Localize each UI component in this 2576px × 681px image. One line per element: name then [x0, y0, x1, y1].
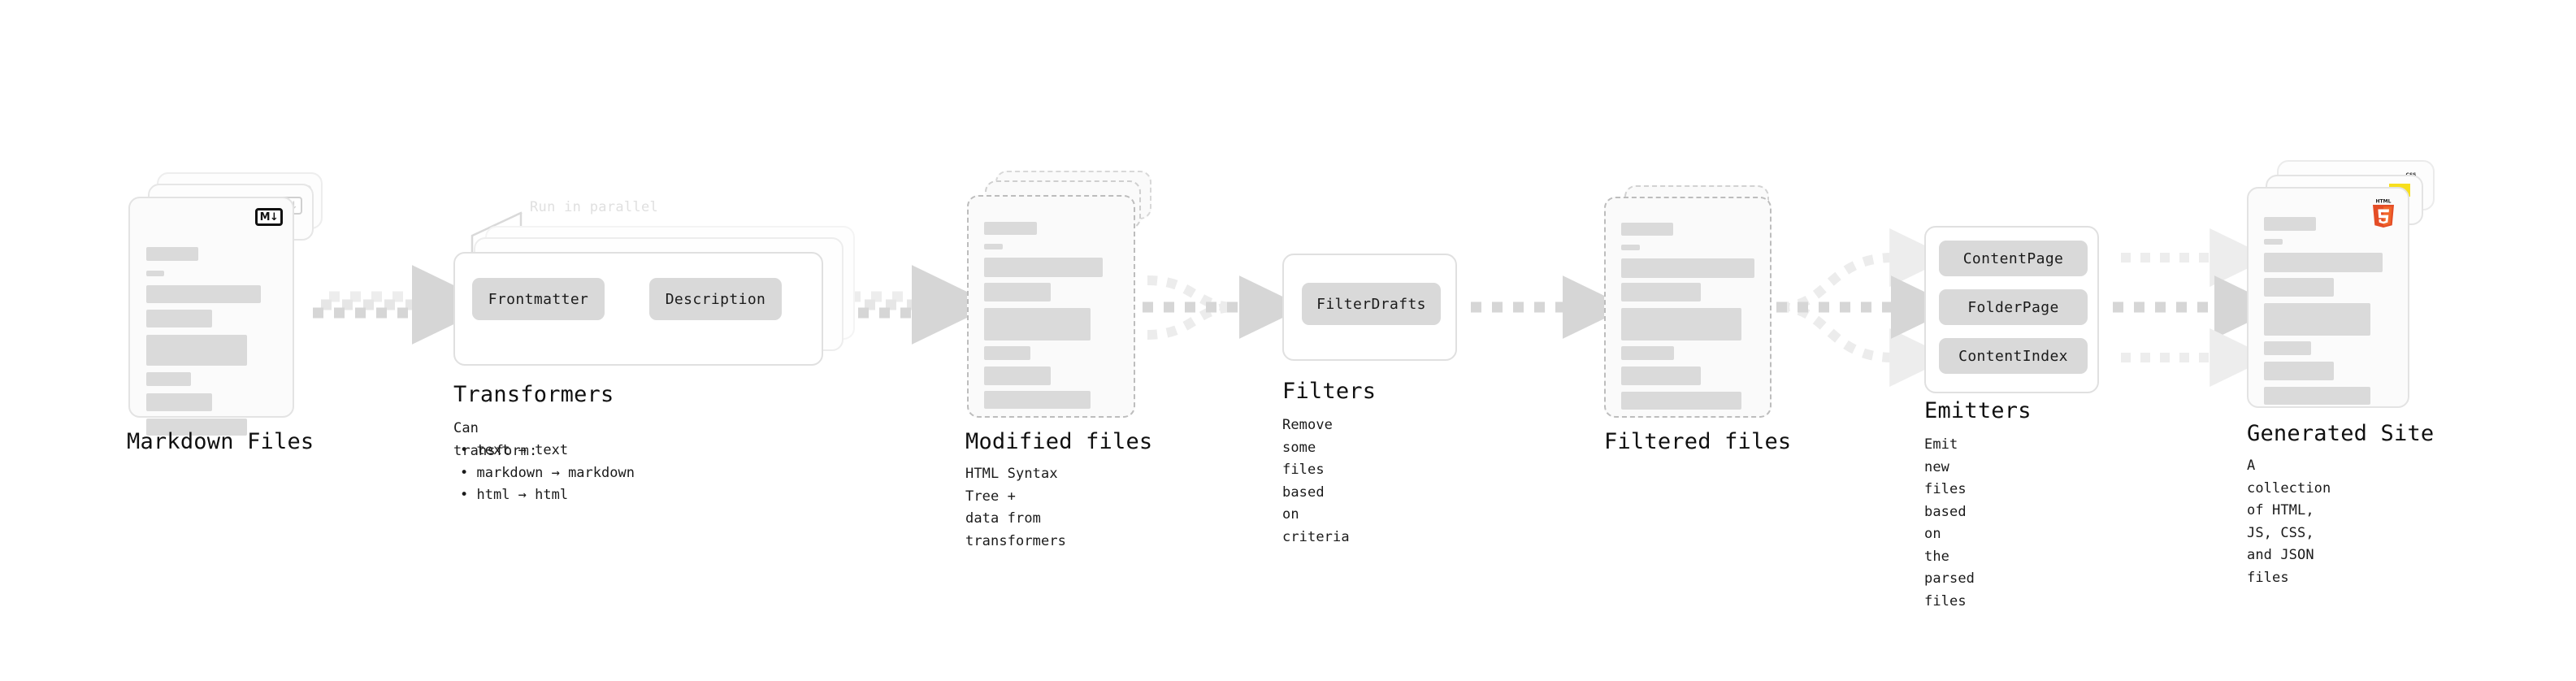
stage-title-markdown-files: Markdown Files	[127, 429, 314, 454]
html5-icon: HTML	[2373, 199, 2394, 228]
filtered-doc-front	[1604, 197, 1772, 418]
stage-title-transformers: Transformers	[453, 382, 614, 407]
filter-pill-filterdrafts[interactable]: FilterDrafts	[1302, 283, 1441, 325]
stage-title-filtered-files: Filtered files	[1604, 429, 1792, 454]
skeleton-line	[2264, 239, 2283, 245]
skeleton-line	[2264, 253, 2383, 272]
stage-subtitle-filters: Remove some files based on criteria	[1282, 417, 1350, 545]
skeleton-line	[146, 271, 164, 276]
skeleton-line	[2264, 387, 2370, 405]
svg-text:HTML: HTML	[2376, 199, 2392, 205]
transformer-capability-list: text → text markdown → markdown html → h…	[460, 440, 635, 507]
skeleton-line	[146, 310, 212, 327]
skeleton-line	[146, 335, 247, 366]
stage-title-emitters: Emitters	[1924, 398, 2032, 423]
skeleton-line	[2264, 341, 2311, 355]
site-doc-front: HTML	[2247, 187, 2409, 408]
skeleton-line	[2264, 362, 2334, 380]
transformer-card-front: Frontmatter Description	[453, 252, 823, 366]
filters-card: FilterDrafts	[1282, 254, 1457, 361]
skeleton-line	[146, 285, 261, 303]
skeleton-line	[2264, 278, 2334, 297]
skeleton-line	[984, 391, 1091, 409]
markdown-icon: M↓	[255, 208, 283, 226]
skeleton-line	[984, 308, 1091, 340]
list-item: markdown → markdown	[460, 462, 634, 485]
transformer-pill-frontmatter[interactable]: Frontmatter	[472, 278, 605, 320]
skeleton-line	[984, 244, 1003, 249]
emitter-pill-contentindex[interactable]: ContentIndex	[1939, 338, 2088, 374]
skeleton-line	[146, 419, 247, 436]
emitters-card: ContentPage FolderPage ContentIndex	[1924, 226, 2099, 393]
stage-title-modified-files: Modified files	[965, 429, 1153, 454]
skeleton-line	[146, 247, 198, 261]
emitter-pill-folderpage[interactable]: FolderPage	[1939, 289, 2088, 325]
stage-title-filters: Filters	[1282, 379, 1377, 404]
skeleton-line	[1621, 392, 1741, 410]
modified-doc-front	[967, 195, 1135, 418]
list-item: text → text	[460, 440, 635, 462]
skeleton-line	[984, 258, 1103, 277]
skeleton-line	[984, 222, 1037, 235]
skeleton-line	[1621, 346, 1674, 360]
skeleton-line	[2264, 303, 2370, 336]
skeleton-line	[984, 283, 1051, 301]
transformer-pill-description[interactable]: Description	[649, 278, 782, 320]
skeleton-line	[146, 393, 212, 411]
skeleton-line	[1621, 367, 1701, 385]
skeleton-line	[984, 367, 1051, 385]
skeleton-line	[146, 372, 191, 386]
emitter-pill-contentpage[interactable]: ContentPage	[1939, 241, 2088, 276]
run-in-parallel-label: Run in parallel	[530, 199, 659, 215]
stage-title-generated-site: Generated Site	[2247, 421, 2435, 446]
skeleton-line	[1621, 308, 1741, 340]
stage-subtitle-emitters: Emit new files based on the parsed files	[1924, 436, 1975, 609]
stage-subtitle-modified-files: HTML Syntax Tree + data from transformer…	[965, 466, 1067, 549]
skeleton-line	[1621, 245, 1640, 250]
arrow-markdown-to-transformers	[313, 265, 478, 345]
arrow-filtered-to-emitters	[1776, 228, 1957, 387]
markdown-doc-front: M↓	[128, 197, 294, 436]
skeleton-line	[2264, 217, 2316, 231]
arrow-modified-to-filters	[1143, 275, 1305, 340]
stage-subtitle-generated-site: A collection of HTML, JS, CSS, and JSON …	[2247, 458, 2331, 586]
arrow-emitters-to-site	[2113, 228, 2280, 387]
skeleton-line	[1621, 258, 1754, 278]
skeleton-line	[984, 346, 1030, 360]
list-item: html → html	[460, 484, 635, 507]
skeleton-line	[1621, 223, 1673, 236]
skeleton-line	[1621, 283, 1701, 301]
